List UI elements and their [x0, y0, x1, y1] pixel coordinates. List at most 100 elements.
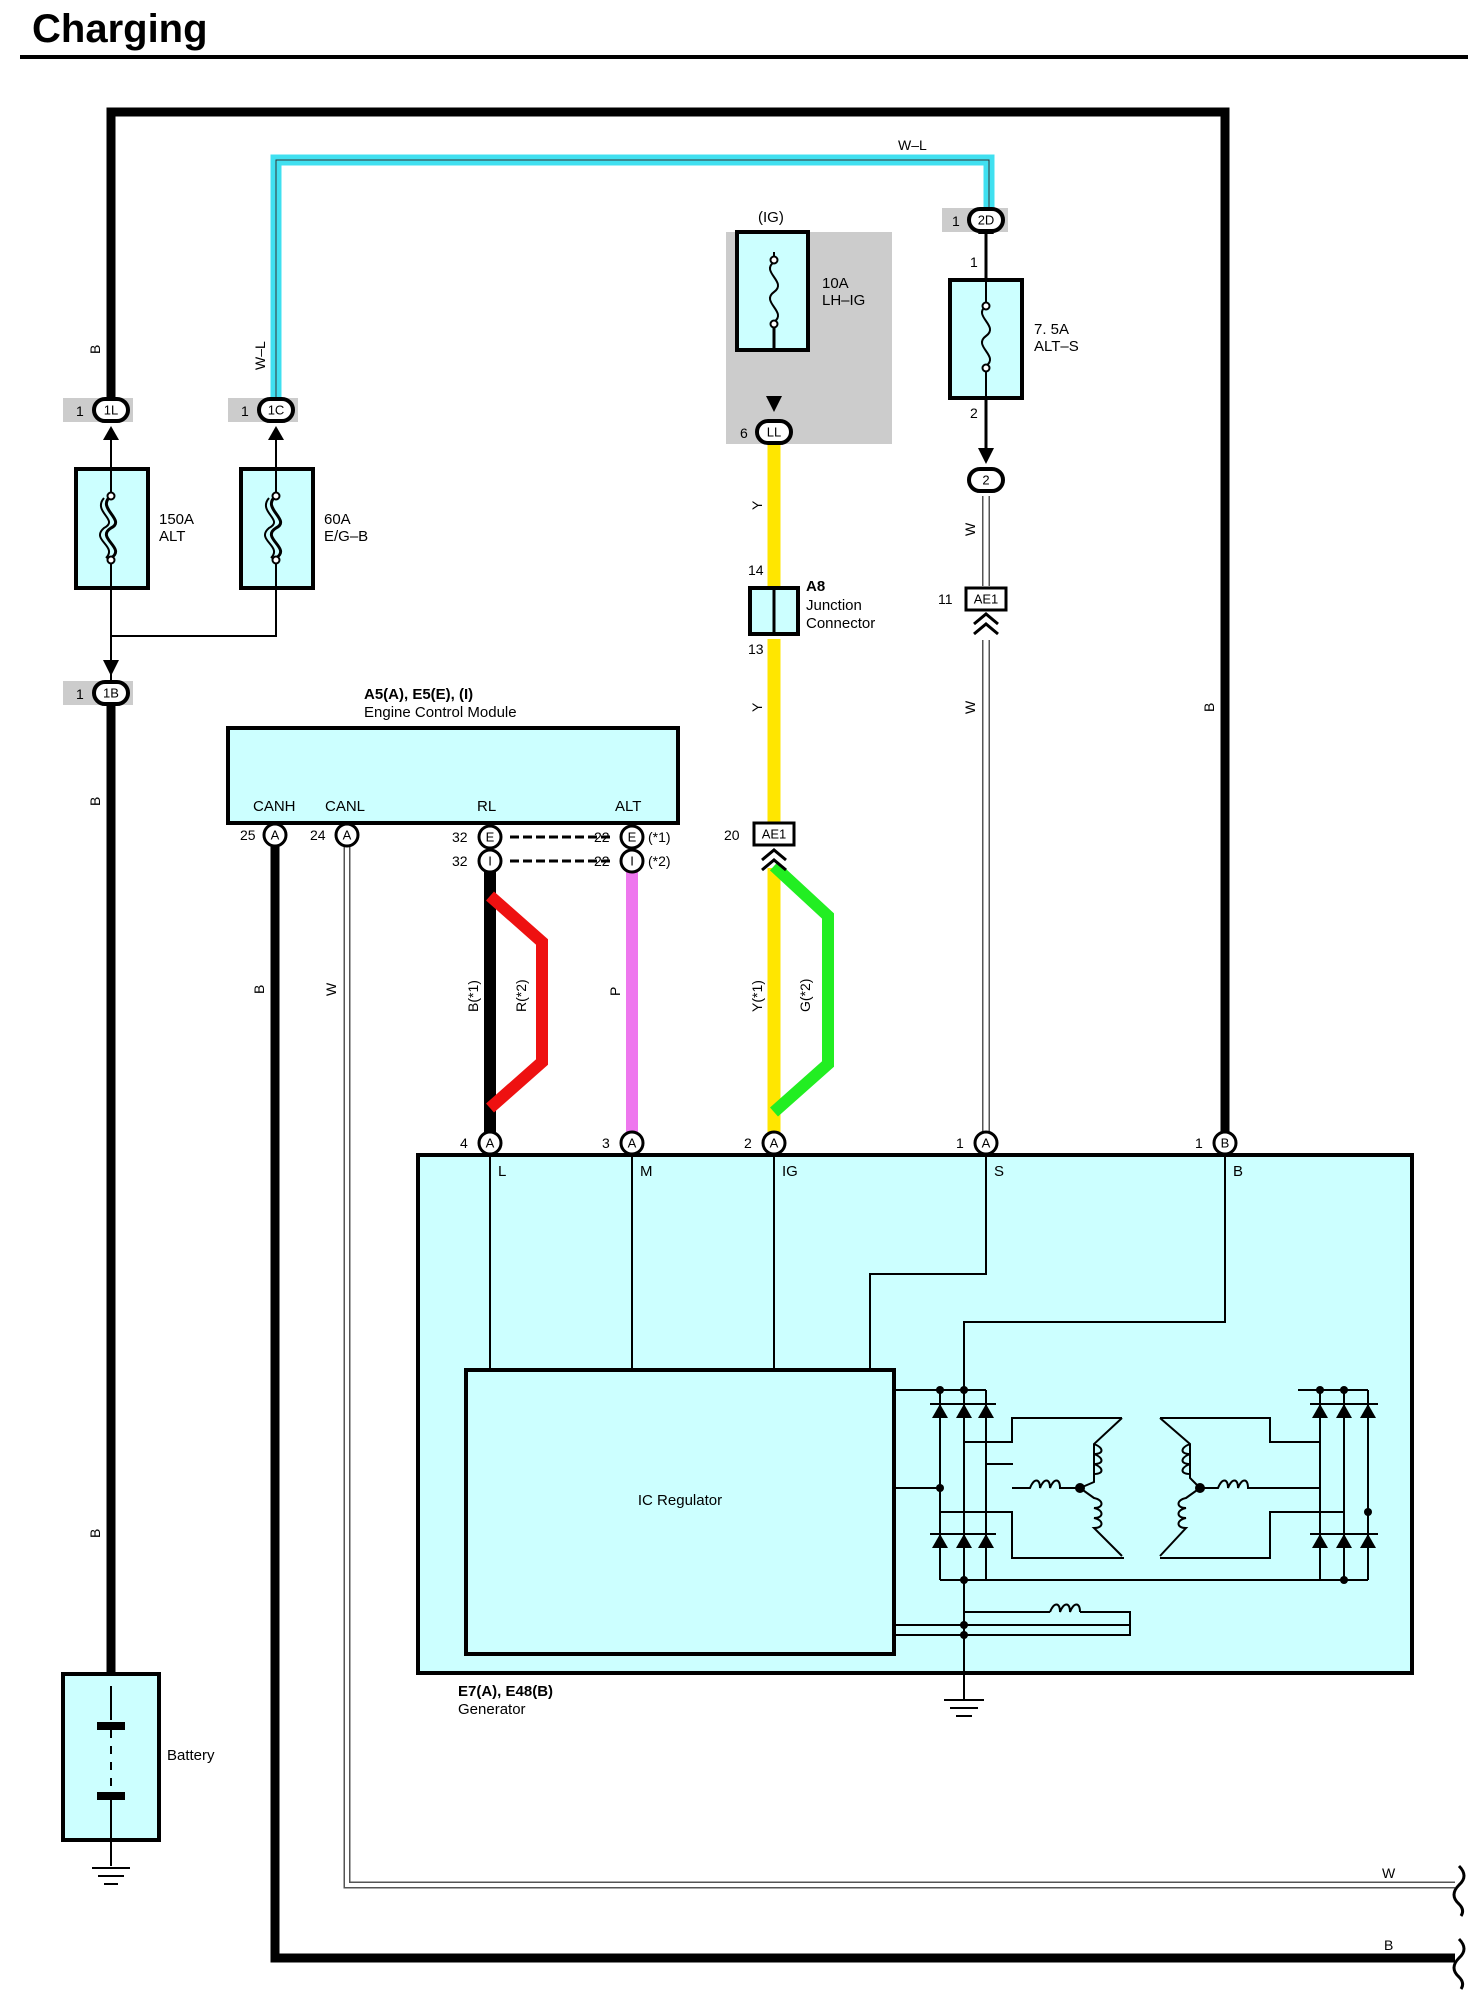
- connector-2d-id: 2D: [978, 213, 995, 228]
- fuse-eg-b: 60A E/G–B: [239, 426, 368, 590]
- diode-r6: [1360, 1534, 1376, 1548]
- fuse-eg-b-arrow-up: [268, 426, 284, 440]
- fuse-eg-b-name: E/G–B: [324, 528, 368, 545]
- ecm-pin-canh: [262, 822, 288, 848]
- node-l5: [960, 1621, 968, 1629]
- stator-left-coil-b: [1012, 1479, 1080, 1489]
- diode-l1: [932, 1404, 948, 1418]
- junction-connector-pin-out: 13: [748, 641, 764, 657]
- node-l2: [960, 1386, 968, 1394]
- connector-1b-oval: [92, 680, 130, 706]
- fuse-eg-b-node-top: [271, 491, 281, 501]
- connector-1c-oval: [257, 397, 295, 423]
- ecm-pin-alt-i-no: 22: [594, 853, 610, 869]
- connector-ae1-20-chevron-a: [761, 848, 787, 862]
- stator-feed-c: [940, 1511, 1124, 1559]
- connector-2-id: 2: [982, 473, 989, 488]
- connector-ll: LL 6: [740, 419, 793, 445]
- connector-2d-pin: 1: [952, 213, 960, 229]
- fuse-alt-s-arrow-down: [978, 448, 994, 464]
- ecm-name: Engine Control Module: [364, 704, 517, 721]
- battery: Battery: [61, 1672, 215, 1885]
- ecm-pin-alt-e-letter: E: [628, 830, 637, 845]
- stator-right-arm-a: [1159, 1417, 1201, 1489]
- generator-pin-l: [477, 1130, 503, 1156]
- node-l1: [936, 1386, 944, 1394]
- stator-left: [1012, 1417, 1123, 1557]
- rectifier-diodes-left: [930, 1386, 996, 1639]
- connector-1l-id: 1L: [104, 403, 118, 418]
- wire-label-y-1: Y: [749, 500, 765, 510]
- fuse-alt-name: ALT: [159, 528, 185, 545]
- stator-right-feed-c: [1160, 1511, 1344, 1559]
- node-r2: [1340, 1386, 1348, 1394]
- fuse-lh-ig-name: LH–IG: [822, 292, 865, 309]
- connector-ll-pin: 6: [740, 425, 748, 441]
- battery-label: Battery: [167, 1747, 215, 1764]
- fuse-alt-s-element: [980, 305, 992, 367]
- connector-2-oval: [967, 467, 1005, 493]
- ecm-pin-alt-i-letter: I: [630, 854, 634, 869]
- connector-ae1-11-pin: 11: [938, 591, 953, 607]
- wire-fuse-link: [110, 590, 277, 637]
- fuse-lh-ig-node-top: [769, 255, 779, 265]
- wire-b-main-top: [106, 107, 1230, 1140]
- ecm-pin-alt-i: [619, 848, 645, 874]
- ecm-note-1: (*1): [648, 829, 671, 845]
- fuse-eg-b-element-b: [264, 497, 276, 559]
- wire-label-b-5: B: [251, 985, 267, 994]
- wire-label-b1: B(*1): [465, 980, 481, 1012]
- connector-ae1-11-id: AE1: [974, 592, 999, 607]
- fuse-alt: 150A ALT: [74, 426, 194, 676]
- generator-pin-b: [1212, 1130, 1238, 1156]
- node-l6: [960, 1631, 968, 1639]
- connector-2d-oval: [967, 207, 1005, 233]
- stator-feed-b: [986, 1463, 1013, 1465]
- wire-label-w-3: W: [323, 982, 339, 996]
- wire-label-wl-h: W–L: [898, 137, 927, 153]
- diode-r2: [1336, 1404, 1352, 1418]
- connector-1c-pin: 1: [241, 403, 249, 419]
- generator-terminal-s: S: [994, 1163, 1004, 1180]
- stator-right-coil-a: [1181, 1443, 1191, 1475]
- connector-ae1-11-box: [964, 586, 1008, 612]
- generator-pin-b-letter: B: [1221, 1136, 1230, 1151]
- gen-line-s: [869, 1155, 987, 1370]
- wire-wl-outline: [275, 159, 990, 406]
- fuse-alt-s-rating: 7. 5A: [1034, 321, 1069, 338]
- fuse-eg-b-node-bottom: [271, 555, 281, 565]
- continuation-w: [1452, 1864, 1466, 1917]
- connector-ae1-20-box: [752, 821, 796, 847]
- connector-1l-oval: [92, 397, 130, 423]
- node-l3: [936, 1484, 944, 1492]
- wire-canh: [270, 846, 1455, 1963]
- connector-1l-pin: 1: [76, 403, 84, 419]
- connector-ae1-20-pin: 20: [724, 827, 740, 843]
- junction-connector-code: A8: [806, 578, 825, 595]
- generator-pin-s-no: 1: [956, 1135, 964, 1151]
- junction-connector-a8: A8 Junction Connector 14 13: [748, 562, 875, 657]
- generator-pin-l-no: 4: [460, 1135, 468, 1151]
- ecm-pin-rl-i: [477, 848, 503, 874]
- ig-label: (IG): [758, 209, 784, 226]
- generator-name: Generator: [458, 1701, 526, 1718]
- continuation-marks: [1452, 1864, 1466, 1990]
- connector-ae1-20: AE1 20: [724, 821, 796, 872]
- fuse-lh-ig-arrow: [766, 396, 782, 412]
- ecm-pin-rl-e-no: 32: [452, 829, 468, 845]
- wire-labels: B B B W–L W–L Y Y W W B B W B(*1) R(*2) …: [87, 137, 1396, 1953]
- rectifier-left: [894, 1389, 1368, 1636]
- wire-label-y-2: Y: [749, 702, 765, 712]
- ecm-pin-alt-e-no: 22: [594, 829, 610, 845]
- fuse-alt-element: [104, 494, 118, 560]
- diode-r1: [1312, 1404, 1328, 1418]
- wire-g-green: [769, 861, 834, 1117]
- fuse-alt-s-pin-in: 1: [970, 254, 978, 270]
- wire-label-w-end: W: [1382, 1865, 1396, 1881]
- ic-regulator-label: IC Regulator: [638, 1492, 722, 1509]
- generator-terminal-b: B: [1233, 1163, 1243, 1180]
- generator-pin-l-letter: A: [486, 1136, 495, 1151]
- generator-ground: [944, 1699, 984, 1717]
- connector-ll-id: LL: [767, 425, 781, 440]
